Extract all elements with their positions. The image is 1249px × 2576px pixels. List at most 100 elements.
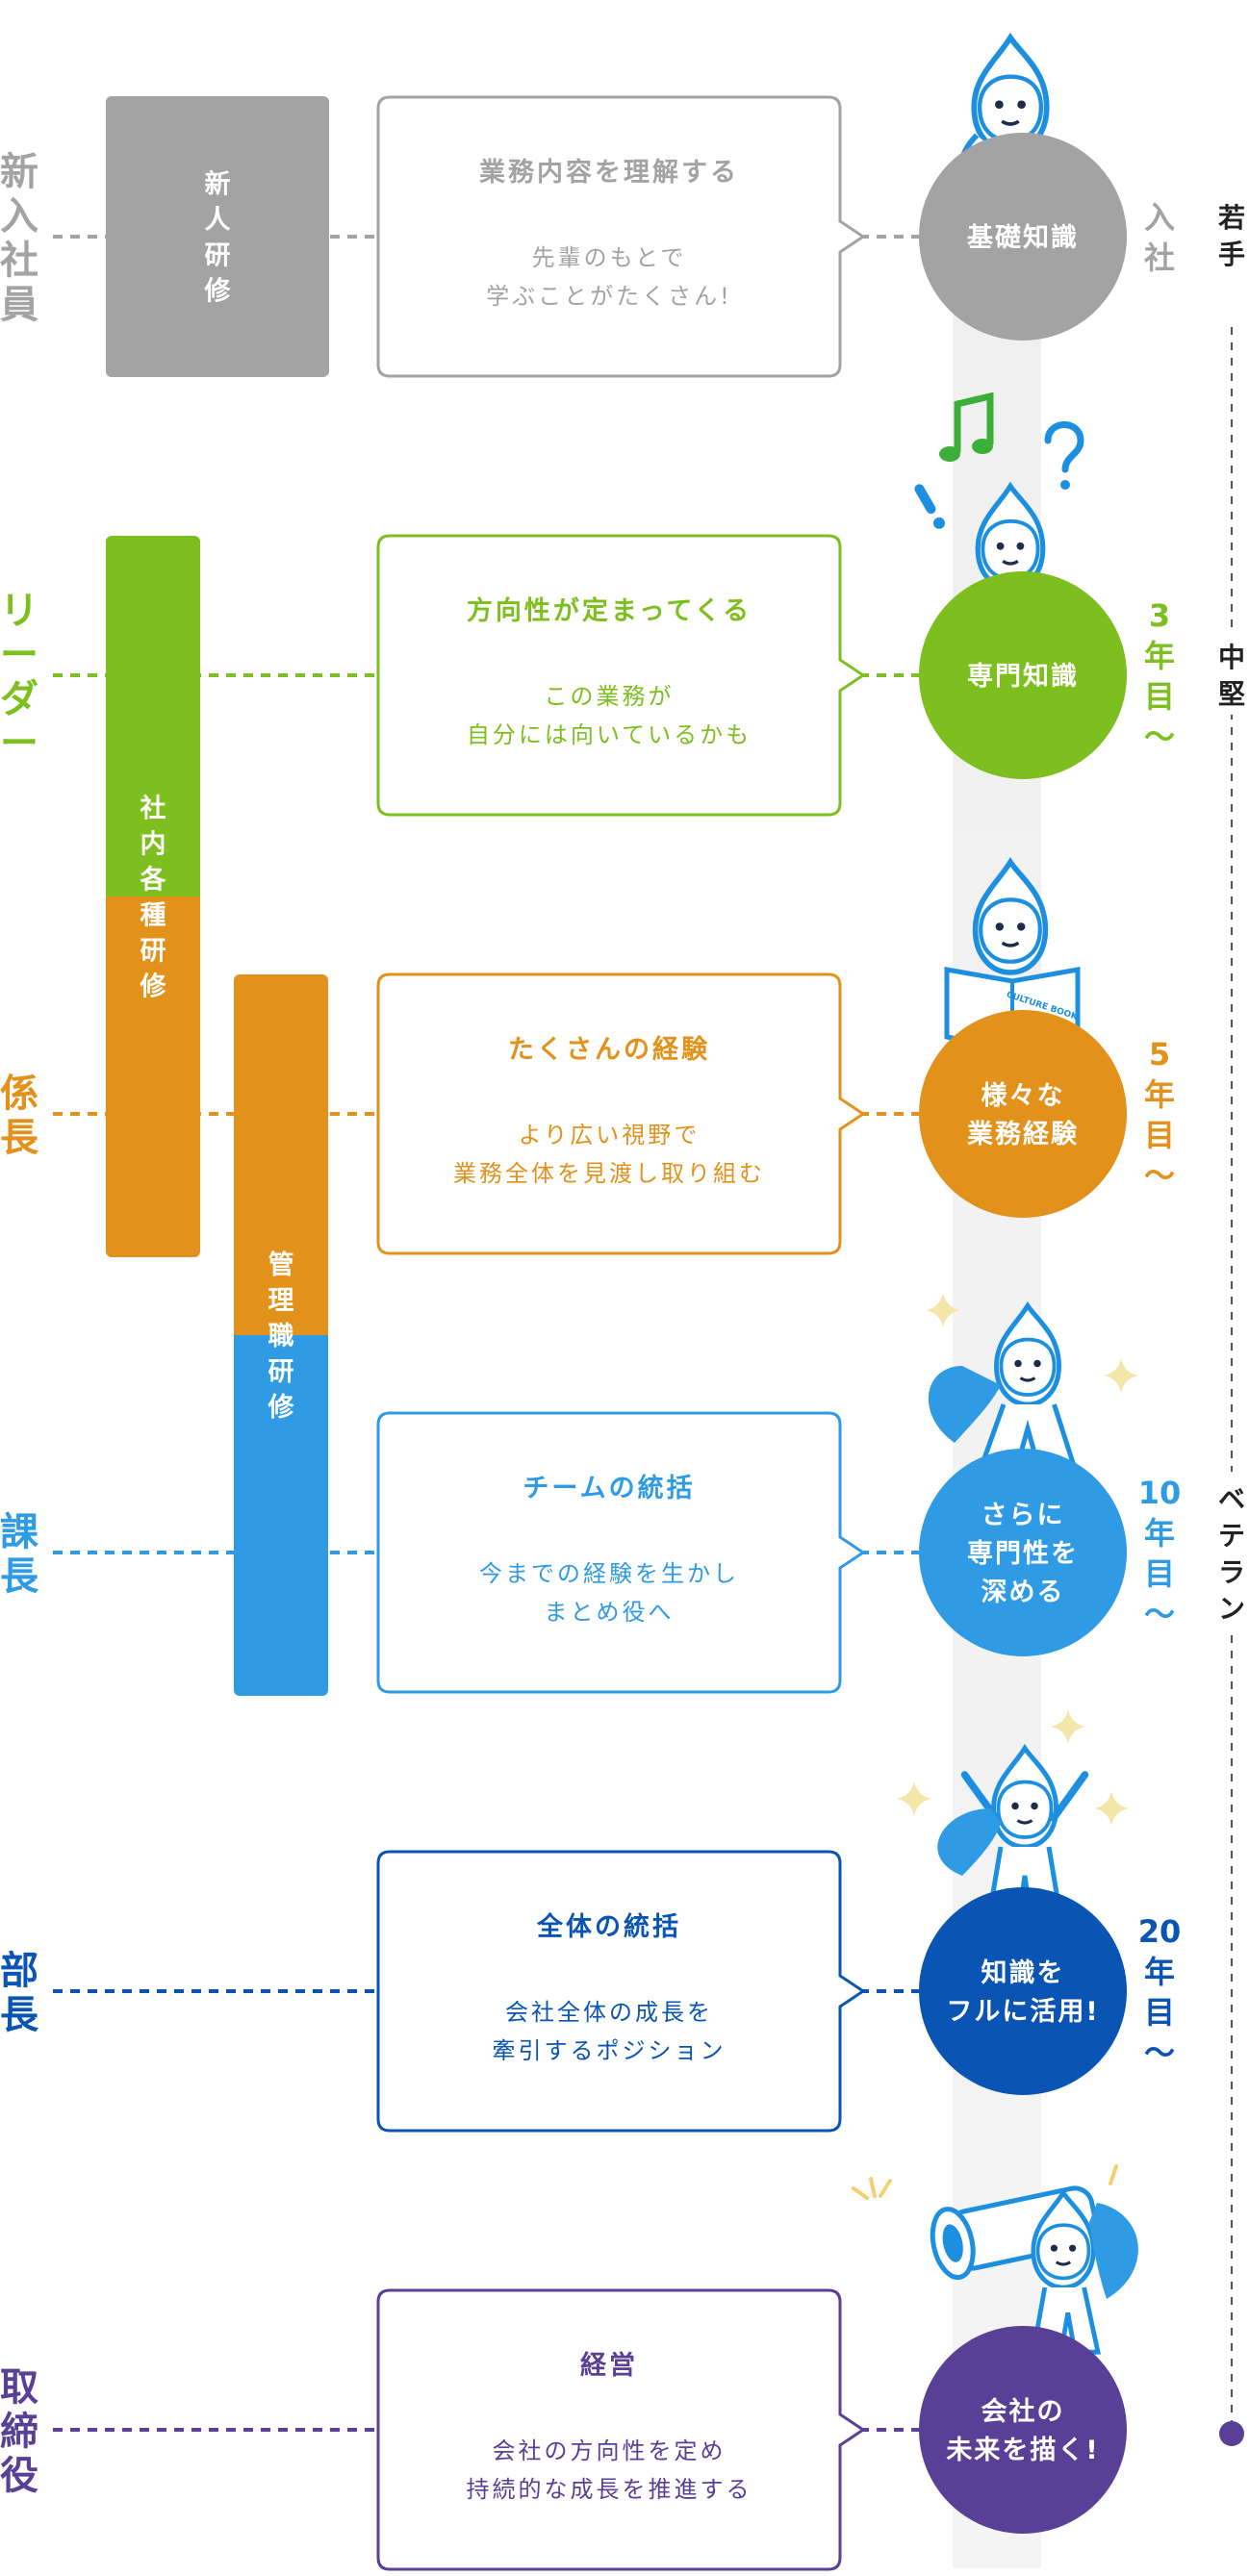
role-title-char: 長 <box>0 1993 39 2037</box>
training-label-char: 人 <box>205 206 231 236</box>
sparkle-icon <box>1051 1709 1085 1744</box>
year-char: 年 <box>1144 1076 1175 1113</box>
stage-label-char: ン <box>1218 1593 1245 1625</box>
description-box <box>376 95 866 378</box>
role-title-char: 部 <box>0 1949 38 1993</box>
box-text-line: 今までの経験を生かし <box>479 1560 739 1587</box>
stage-label-char: ラ <box>1218 1556 1245 1588</box>
training-label-char: 修 <box>140 972 167 1002</box>
training-label-char: 修 <box>268 1393 295 1423</box>
milestone-label: 知識を <box>981 1958 1065 1988</box>
sparkle-icon <box>1109 2164 1118 2185</box>
role-title-char: 長 <box>0 1116 39 1160</box>
milestone-label: 深める <box>981 1578 1065 1607</box>
box-heading: チームの統括 <box>523 1473 695 1503</box>
stage-label-char: 中 <box>1218 642 1245 673</box>
year-char: 〜 <box>1144 719 1175 755</box>
role-title-char: 締 <box>0 2410 38 2454</box>
milestone-circle-leader: 専門知識 <box>919 571 1127 779</box>
milestone-label: フルに活用! <box>946 1997 1099 2027</box>
year-label-new: 入社 <box>1144 199 1175 276</box>
box-heading: 業務内容を理解する <box>479 157 739 188</box>
training-label-char: 研 <box>268 1357 294 1387</box>
stage-label-char: テ <box>1218 1520 1245 1552</box>
role-title-char: 係 <box>0 1072 38 1116</box>
year-char: 年 <box>1144 1954 1175 1990</box>
role-title-char: 社 <box>0 239 38 283</box>
milestone-label: 専門性を <box>967 1539 1079 1569</box>
role-title-char: ダ <box>0 677 38 721</box>
sparkle-icon <box>897 1781 931 1816</box>
training-label-char: 管 <box>268 1250 294 1280</box>
year-char: 入 <box>1144 199 1175 236</box>
description-box <box>376 1850 866 2133</box>
year-char: 年 <box>1144 1515 1175 1552</box>
training-label-char: 各 <box>140 865 167 896</box>
description-box <box>376 534 866 817</box>
training-bar-segment <box>234 974 328 1336</box>
year-char: 〜 <box>1144 1596 1175 1632</box>
timeline-end-dot <box>1219 2421 1244 2446</box>
box-text-line: 業務全体を見渡し取り組む <box>453 1160 765 1187</box>
box-heading: 方向性が定まってくる <box>467 595 752 626</box>
milestone-circle-shape <box>919 2326 1127 2534</box>
year-char: 5 <box>1149 1036 1170 1073</box>
year-char: 目 <box>1144 1555 1175 1592</box>
milestone-label: 専門知識 <box>967 662 1079 692</box>
training-label-char: 社 <box>140 794 166 824</box>
training-label-char: 理 <box>268 1286 294 1316</box>
cape-icon <box>928 1366 1001 1443</box>
role-title-char: 新 <box>0 150 38 194</box>
question-mark-icon <box>1044 421 1084 490</box>
role-title-char: 長 <box>0 1554 39 1599</box>
cape-icon <box>1089 2203 1138 2299</box>
year-label-leader: 3年目〜 <box>1144 597 1175 755</box>
music-note-icon <box>939 391 994 462</box>
box-text-line: 会社の方向性を定め <box>493 2437 726 2464</box>
training-label-char: 内 <box>140 830 166 860</box>
milestone-circle-shape <box>919 1010 1127 1218</box>
role-title-char: ー <box>0 633 38 677</box>
role-title-char: 課 <box>0 1510 38 1554</box>
sparkle-icon <box>1094 1791 1129 1826</box>
milestone-circle-shape <box>919 571 1127 779</box>
training-label-char: 新 <box>205 169 231 200</box>
year-char: 目 <box>1144 1994 1175 2031</box>
milestone-label: 業務経験 <box>967 1119 1079 1149</box>
box-text-line: より広い視野で <box>519 1122 701 1149</box>
year-char: 目 <box>1144 1117 1175 1153</box>
training-bar-segment <box>106 897 200 1257</box>
milestone-circles: 基礎知識専門知識様々な業務経験さらに専門性を深める知識をフルに活用!会社の未来を… <box>919 133 1127 2534</box>
year-char: 3 <box>1149 597 1170 634</box>
stage-mid: 中堅 <box>1214 630 1249 715</box>
role-title-char: ー <box>0 721 38 766</box>
training-label-char: 研 <box>205 241 231 271</box>
year-char: 社 <box>1144 240 1175 276</box>
milestone-label: 未来を描く! <box>946 2436 1099 2465</box>
training-label-char: 研 <box>140 937 166 967</box>
year-char: 10 <box>1138 1475 1182 1511</box>
year-label-section: 10 年目〜 <box>1138 1475 1182 1632</box>
milestone-label: 基礎知識 <box>967 223 1079 253</box>
box-text-line: 学ぶことがたくさん! <box>486 283 732 310</box>
role-title-char: 取 <box>0 2365 38 2410</box>
training-label-char: 職 <box>268 1322 294 1351</box>
box-text-line: 牽引するポジション <box>493 2037 726 2064</box>
milestone-label: 会社の <box>981 2396 1065 2427</box>
box-text-line: 持続的な成長を推進する <box>467 2476 752 2503</box>
year-char: 〜 <box>1144 1157 1175 1194</box>
box-text-line: 会社全体の成長を <box>505 1999 713 2026</box>
role-title-char: リ <box>0 589 38 633</box>
